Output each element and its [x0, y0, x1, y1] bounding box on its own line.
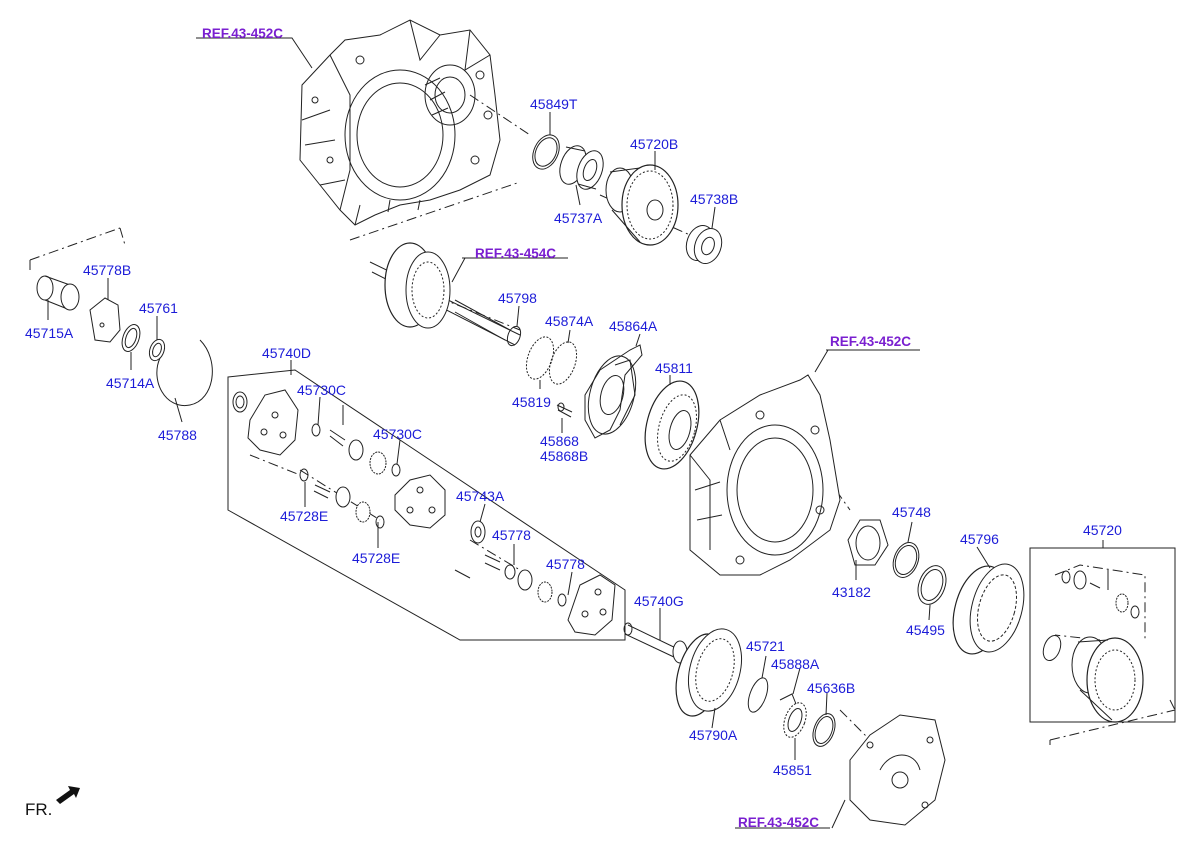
- carrier-45740d: [232, 389, 299, 456]
- part-label-45743a[interactable]: 45743A: [456, 488, 505, 504]
- part-label-45868b[interactable]: 45868B: [540, 448, 589, 464]
- clutch-drum-45796: [952, 563, 1025, 655]
- part-label-43182[interactable]: 43182: [832, 584, 871, 600]
- washer-45743a: [470, 520, 486, 544]
- part-label-45798[interactable]: 45798: [498, 290, 537, 306]
- axis-lines: [29, 94, 1176, 745]
- shaft-45740g: [623, 622, 688, 664]
- part-label-45720b[interactable]: 45720B: [630, 136, 679, 152]
- part-label-45728e-left[interactable]: 45728E: [280, 508, 329, 524]
- snap-ring-45721: [747, 677, 769, 713]
- part-label-45778-lower[interactable]: 45778: [546, 556, 585, 572]
- ref-link-upper-case[interactable]: REF.43-452C: [202, 26, 284, 41]
- snap-ring-45788: [156, 339, 213, 406]
- bearing-45737a: [559, 145, 604, 190]
- bearing-45851: [783, 702, 807, 738]
- part-label-45796[interactable]: 45796: [960, 531, 999, 547]
- pinion-group-lower: [299, 468, 385, 529]
- part-label-45849t[interactable]: 45849T: [530, 96, 578, 112]
- part-label-45748[interactable]: 45748: [892, 504, 931, 520]
- front-direction-label: FR.: [25, 800, 53, 819]
- part-label-45811[interactable]: 45811: [655, 360, 693, 376]
- bolt-45868: [556, 402, 573, 418]
- output-shaft: [369, 242, 521, 346]
- transaxle-case-upper: [299, 19, 501, 226]
- ring-45714a: [121, 324, 141, 352]
- transaxle-case-lower: [689, 374, 841, 576]
- bearing-45738b: [685, 225, 723, 264]
- part-label-45636b[interactable]: 45636B: [807, 680, 856, 696]
- pinion-group-front: [454, 554, 616, 636]
- snap-ring-45849t: [532, 134, 560, 170]
- ring-45798: [506, 325, 522, 347]
- part-label-45874a[interactable]: 45874A: [545, 313, 594, 329]
- part-label-45778-upper[interactable]: 45778: [492, 527, 531, 543]
- part-label-45721[interactable]: 45721: [746, 638, 785, 654]
- rear-cover: [849, 714, 946, 826]
- plate-43182: [847, 519, 889, 566]
- pinion-group-upper: [311, 405, 401, 477]
- plate-45778b: [89, 297, 121, 343]
- part-label-45720[interactable]: 45720: [1083, 522, 1122, 538]
- part-label-45728e-right[interactable]: 45728E: [352, 550, 401, 566]
- snap-ring-45636b: [812, 713, 836, 747]
- part-label-45495[interactable]: 45495: [906, 622, 945, 638]
- part-label-45738b[interactable]: 45738B: [690, 191, 739, 207]
- ring-45495: [917, 565, 947, 605]
- part-label-45714a[interactable]: 45714A: [106, 375, 155, 391]
- part-label-45888a[interactable]: 45888A: [771, 656, 820, 672]
- carrier-plate-mid: [394, 474, 446, 529]
- part-label-45715a[interactable]: 45715A: [25, 325, 74, 341]
- front-direction-arrow-icon: [56, 786, 80, 804]
- part-label-45730c-lower[interactable]: 45730C: [373, 426, 423, 442]
- part-label-45864a[interactable]: 45864A: [609, 318, 658, 334]
- part-label-45790a[interactable]: 45790A: [689, 727, 738, 743]
- ref-link-shaft[interactable]: REF.43-454C: [475, 246, 557, 261]
- part-label-45761[interactable]: 45761: [139, 300, 178, 316]
- differential-case-45864a: [584, 344, 643, 439]
- planetary-group-outline: [227, 369, 626, 641]
- part-label-45851[interactable]: 45851: [773, 762, 812, 778]
- part-label-45819[interactable]: 45819: [512, 394, 551, 410]
- part-label-45737a[interactable]: 45737A: [554, 210, 603, 226]
- part-label-45788[interactable]: 45788: [158, 427, 197, 443]
- gear-45720b: [605, 164, 679, 246]
- part-label-45778b[interactable]: 45778B: [83, 262, 132, 278]
- inset-45720-parts: [1042, 570, 1144, 723]
- clip-45888a: [779, 693, 797, 705]
- ring-45819: [525, 336, 555, 380]
- ring-45874a: [548, 341, 578, 385]
- part-label-45740d[interactable]: 45740D: [262, 345, 312, 361]
- inset-45720-frame: [1029, 547, 1176, 723]
- washer-45761: [148, 338, 166, 362]
- part-label-45740g[interactable]: 45740G: [634, 593, 684, 609]
- ring-gear-45811: [644, 380, 700, 470]
- leader-lines: [47, 37, 991, 829]
- ref-link-right-case[interactable]: REF.43-452C: [830, 334, 912, 349]
- part-label-45868[interactable]: 45868: [540, 433, 579, 449]
- ring-gear-45715a: [36, 275, 80, 311]
- ring-gear-45790a: [675, 628, 742, 717]
- ref-link-rear-cover[interactable]: REF.43-452C: [738, 815, 820, 830]
- snap-ring-45748: [892, 542, 920, 578]
- part-label-45730c-upper[interactable]: 45730C: [297, 382, 347, 398]
